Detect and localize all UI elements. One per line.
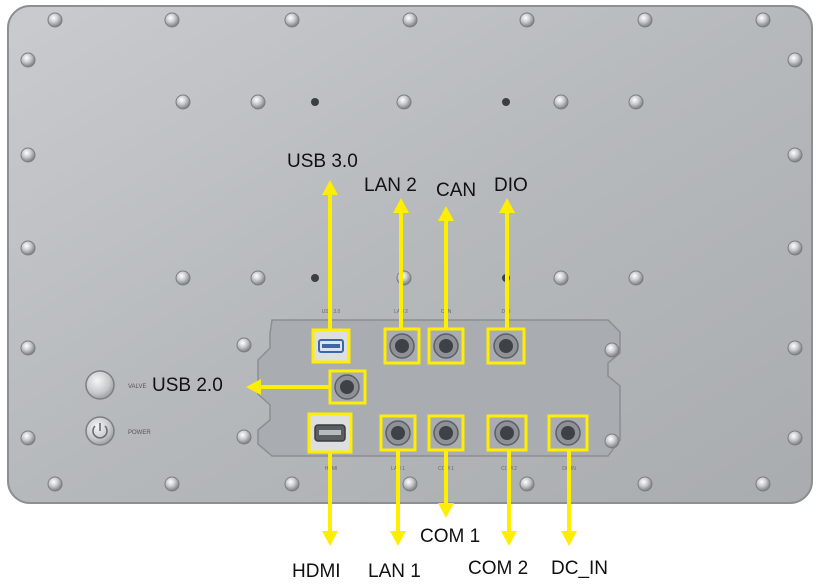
screw-icon xyxy=(787,340,803,356)
screw-icon xyxy=(604,433,620,449)
valve-marking: VALVE xyxy=(128,384,146,390)
hdmi-label: HDMI xyxy=(292,561,341,582)
dcin-label: DC_IN xyxy=(551,558,609,579)
lan2-port xyxy=(383,327,421,365)
screw-icon xyxy=(20,147,36,163)
screw-icon xyxy=(20,240,36,256)
screw-icon xyxy=(236,337,252,353)
mount-hole-icon xyxy=(311,274,319,282)
can-label: CAN xyxy=(436,180,477,201)
screw-icon xyxy=(787,147,803,163)
screw-icon xyxy=(284,12,300,28)
lan1-label: LAN 1 xyxy=(368,561,421,582)
screw-icon xyxy=(175,270,191,286)
screw-icon xyxy=(519,476,535,492)
screw-icon xyxy=(787,430,803,446)
mount-hole-icon xyxy=(502,98,510,106)
screw-icon xyxy=(164,476,180,492)
screw-icon xyxy=(628,94,644,110)
screw-icon xyxy=(236,429,252,445)
usb20-port xyxy=(328,369,367,405)
screw-icon xyxy=(250,94,266,110)
screw-icon xyxy=(637,476,653,492)
power-marking: POWER xyxy=(128,430,151,436)
usb30-label: USB 3.0 xyxy=(287,151,358,172)
usb20-label: USB 2.0 xyxy=(152,375,223,396)
com2-port xyxy=(486,414,528,452)
screw-icon xyxy=(20,340,36,356)
screw-icon xyxy=(637,12,653,28)
dio-port xyxy=(486,327,526,365)
screw-icon xyxy=(20,52,36,68)
screw-icon xyxy=(47,12,63,28)
screw-group xyxy=(20,12,803,492)
screw-icon xyxy=(604,342,620,358)
dcin-port xyxy=(547,414,589,452)
com1-port xyxy=(427,414,465,452)
screw-icon xyxy=(396,94,412,110)
screw-icon xyxy=(47,476,63,492)
usb30-port xyxy=(311,328,351,364)
mount-hole-icon xyxy=(311,98,319,106)
screw-icon xyxy=(787,240,803,256)
screw-icon xyxy=(553,94,569,110)
screw-icon xyxy=(787,52,803,68)
screw-icon xyxy=(553,270,569,286)
screw-icon xyxy=(628,270,644,286)
screw-icon xyxy=(519,12,535,28)
screw-icon xyxy=(402,12,418,28)
com1-label: COM 1 xyxy=(420,526,481,547)
screw-icon xyxy=(250,270,266,286)
screw-icon xyxy=(755,12,771,28)
screw-icon xyxy=(284,476,300,492)
screw-icon xyxy=(175,94,191,110)
screw-icon xyxy=(164,12,180,28)
can-port xyxy=(427,327,465,365)
screw-icon xyxy=(402,476,418,492)
com2-label: COM 2 xyxy=(468,558,529,579)
hdmi-port xyxy=(307,412,353,454)
valve-button-icon xyxy=(85,370,115,400)
lan2-label: LAN 2 xyxy=(364,175,417,196)
screw-icon xyxy=(20,430,36,446)
dio-label: DIO xyxy=(494,175,528,196)
screw-icon xyxy=(755,476,771,492)
